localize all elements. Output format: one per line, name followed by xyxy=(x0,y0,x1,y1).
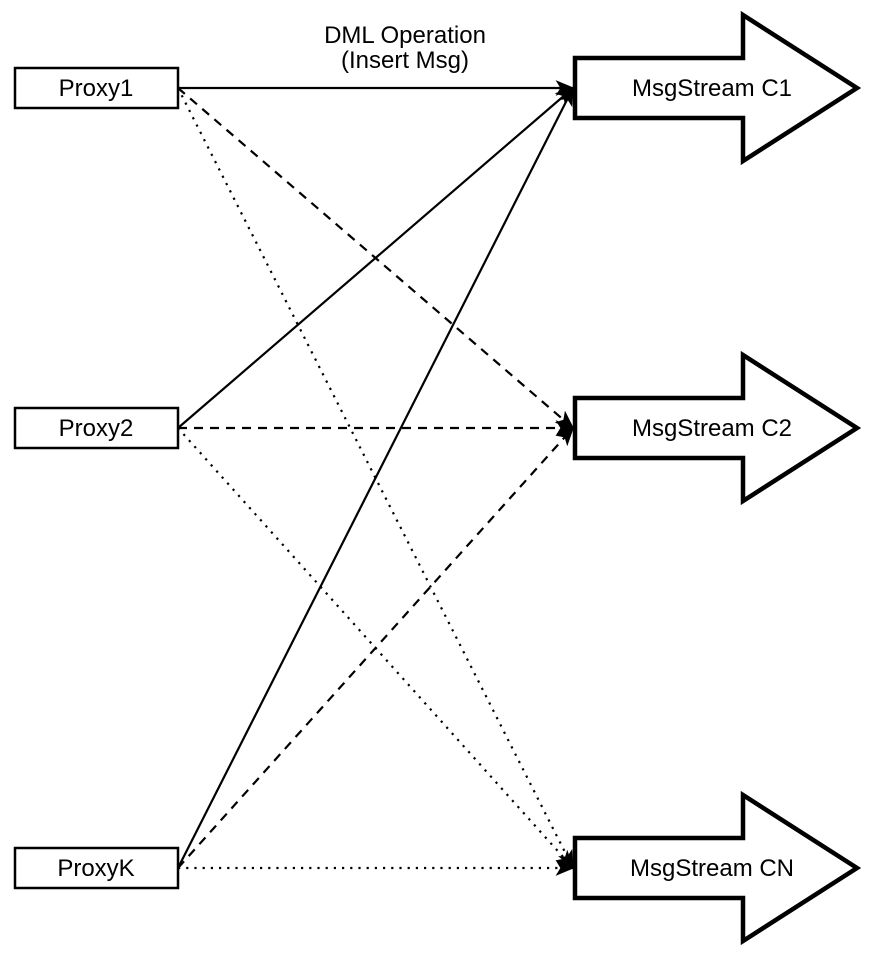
proxyk-node: ProxyK xyxy=(13,846,180,890)
dml-operation-label-line1: DML Operation xyxy=(324,22,486,49)
msgstream-c2-arrow-shape xyxy=(572,350,862,506)
proxy1-node: Proxy1 xyxy=(13,66,180,110)
msgstream-c1-arrow-shape xyxy=(572,10,862,166)
proxy2-box xyxy=(13,406,180,450)
connection-proxyk-c2-dashed xyxy=(177,426,575,869)
msgstream-cn-node: MsgStream CN xyxy=(572,790,862,946)
dml-operation-label-line2: (Insert Msg) xyxy=(341,47,469,74)
msgstream-c2-label: MsgStream C2 xyxy=(632,415,792,442)
proxyk-label: ProxyK xyxy=(57,855,134,882)
proxyk-box xyxy=(13,846,180,890)
proxy2-label: Proxy2 xyxy=(59,415,134,442)
connection-proxy2-c1-solid xyxy=(177,86,575,429)
connection-proxyk-c1-solid xyxy=(177,86,574,869)
msgstream-cn-label: MsgStream CN xyxy=(630,855,794,882)
connection-lines xyxy=(177,80,575,876)
proxy1-box xyxy=(13,66,180,110)
proxy2-node: Proxy2 xyxy=(13,406,180,450)
msgstream-cn-arrow-shape xyxy=(572,790,862,946)
proxy1-label: Proxy1 xyxy=(59,75,134,102)
msgstream-c1-label: MsgStream C1 xyxy=(632,75,792,102)
msgstream-c1-node: MsgStream C1 xyxy=(572,10,862,166)
msgstream-c2-node: MsgStream C2 xyxy=(572,350,862,506)
